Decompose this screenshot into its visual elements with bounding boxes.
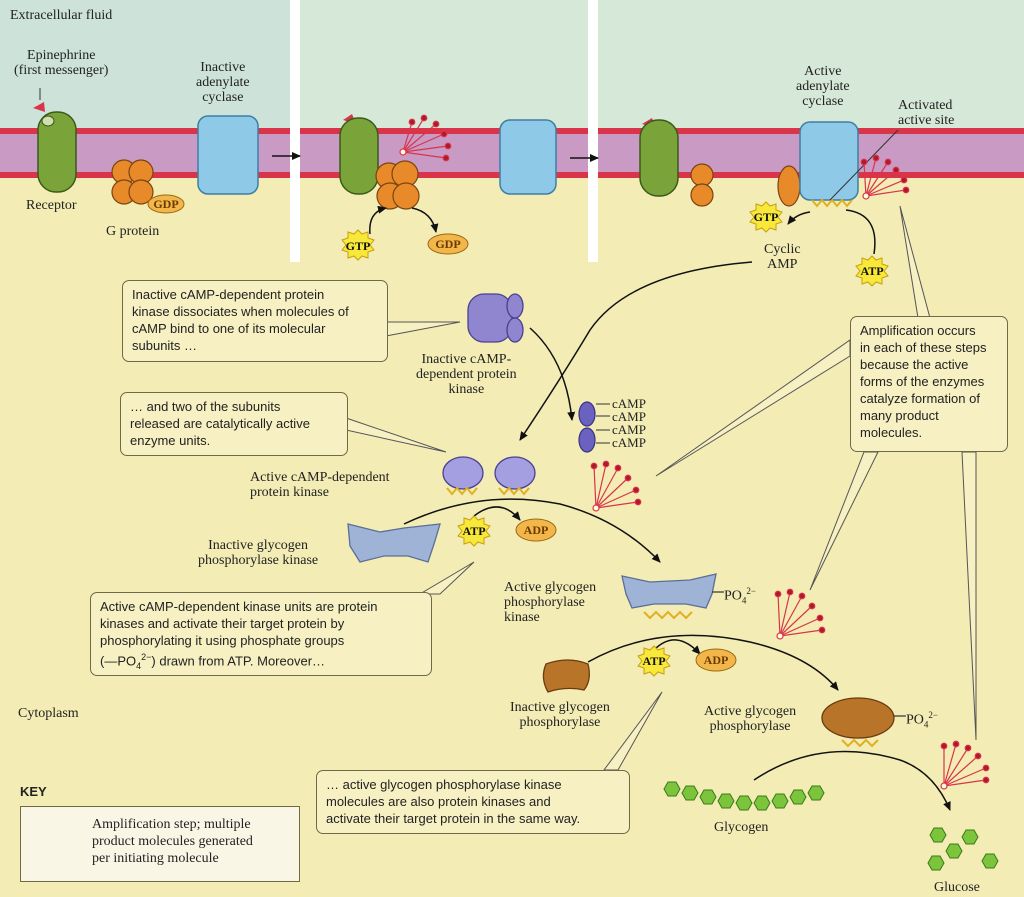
inactive-glycogen-phosphorylase-icon	[542, 659, 590, 693]
key-box	[20, 806, 300, 882]
g-protein-icon	[375, 160, 420, 210]
active-protein-kinase-icon	[442, 456, 536, 496]
phosphorylation-arrow	[403, 498, 661, 563]
active-pka-label: Active cAMP-dependent protein kinase	[250, 470, 390, 500]
receptor-icon	[639, 119, 679, 197]
glycogen-chain-icon	[663, 781, 825, 811]
atp-label: ATP	[462, 524, 485, 538]
phosphate-label: PO42−	[724, 586, 756, 606]
active-glycogen-phosphorylase-icon	[821, 697, 895, 739]
amplification-burst-icon	[774, 588, 826, 640]
atp-to-adp-arrow	[653, 639, 701, 655]
g-alpha-subunit-icon	[777, 165, 801, 207]
active-adenylate-cyclase-label: Active adenylate cyclase	[796, 64, 850, 109]
inactive-gp-label: Inactive glycogen phosphorylase	[510, 700, 610, 730]
atp-to-camp-arc	[845, 209, 876, 255]
cytoplasm-label: Cytoplasm	[18, 706, 79, 721]
camp-label: cAMP	[612, 396, 646, 411]
atp-badge	[855, 255, 889, 287]
key-title: KEY	[20, 784, 47, 799]
phosphate-label: PO42−	[906, 710, 938, 730]
camp-label: cAMP	[612, 422, 646, 437]
activated-active-site-label: Activated active site	[898, 98, 955, 128]
callout-amplification: Amplification occurs in each of these st…	[850, 316, 1008, 452]
atp-badge	[637, 645, 671, 677]
active-gpk-label: Active glycogen phosphorylase kinase	[504, 580, 597, 625]
extracellular-fluid-label: Extracellular fluid	[10, 8, 113, 23]
gdp-badge	[147, 194, 185, 214]
adp-badge	[695, 648, 737, 672]
gtp-binding-arrow	[369, 205, 387, 235]
phosphorylation-arrow	[587, 634, 839, 691]
kinase-dissociation-arrow	[529, 327, 576, 421]
key-text: Amplification step; multiple product mol…	[92, 817, 253, 866]
gdp-label: GDP	[435, 237, 460, 251]
camp-to-kinase-arrow	[519, 261, 753, 441]
amplification-burst-icon	[590, 460, 642, 512]
active-gp-label: Active glycogen phosphorylase	[704, 704, 797, 734]
epinephrine-label: Epinephrine (first messenger)	[14, 48, 109, 78]
inactive-adenylate-cyclase-label: Inactive adenylate cyclase	[196, 60, 250, 105]
regulatory-subunits-icon	[578, 401, 610, 453]
amplification-burst-icon	[860, 154, 910, 200]
receptor-label: Receptor	[26, 198, 77, 213]
active-phosphorylase-kinase-icon	[621, 573, 717, 609]
g-protein-label: G protein	[106, 224, 160, 239]
callout-active-kinase-units: Active cAMP-dependent kinase units are p…	[90, 592, 432, 676]
gtp-label: GTP	[346, 239, 371, 253]
atp-label: ATP	[642, 654, 665, 668]
amplification-burst-icon	[399, 114, 452, 162]
glucose-label: Glucose	[934, 880, 980, 895]
atp-badge	[457, 515, 491, 547]
camp-label: cAMP	[612, 435, 646, 450]
inactive-pka-label: Inactive cAMP- dependent protein kinase	[416, 352, 517, 397]
active-adenylate-cyclase-icon	[799, 121, 859, 201]
amplification-burst-icon	[940, 740, 990, 790]
adp-badge	[515, 518, 557, 542]
camp-production-arrow	[787, 211, 811, 225]
camp-label: cAMP	[612, 409, 646, 424]
inactive-protein-kinase-icon	[467, 293, 524, 343]
inactive-phosphorylase-kinase-icon	[347, 523, 441, 563]
callout-pka-dissociates: Inactive cAMP-dependent protein kinase d…	[122, 280, 388, 362]
atp-to-adp-arrow	[473, 506, 521, 521]
glucose-molecules-icon	[927, 827, 999, 871]
gtp-badge	[749, 201, 783, 233]
callout-pointers	[345, 205, 977, 771]
gtp-label: GTP	[754, 210, 779, 224]
active-site-icon	[811, 198, 853, 208]
gdp-release-arrow	[411, 207, 439, 233]
adenylate-cyclase-icon	[499, 119, 557, 195]
adp-label: ADP	[704, 653, 729, 667]
gdp-label: GDP	[153, 197, 178, 211]
glycogen-label: Glycogen	[714, 820, 769, 835]
receptor-icon	[37, 111, 77, 193]
callout-gpk-kinases: … active glycogen phosphorylase kinase m…	[316, 770, 630, 834]
atp-label: ATP	[860, 264, 883, 278]
inactive-gpk-label: Inactive glycogen phosphorylase kinase	[198, 538, 319, 568]
g-protein-beta-gamma-icon	[690, 163, 714, 207]
glycogen-breakdown-arrow	[753, 750, 951, 811]
gdp-badge	[427, 233, 469, 255]
adp-label: ADP	[524, 523, 549, 537]
callout-two-subunits: … and two of the subunits released are c…	[120, 392, 348, 456]
inactive-adenylate-cyclase-icon	[197, 115, 259, 195]
epinephrine-icon	[33, 102, 45, 112]
gtp-badge	[341, 229, 375, 261]
g-protein-icon	[111, 159, 154, 205]
cyclic-amp-label: Cyclic AMP	[764, 242, 801, 272]
receptor-icon	[339, 117, 379, 195]
